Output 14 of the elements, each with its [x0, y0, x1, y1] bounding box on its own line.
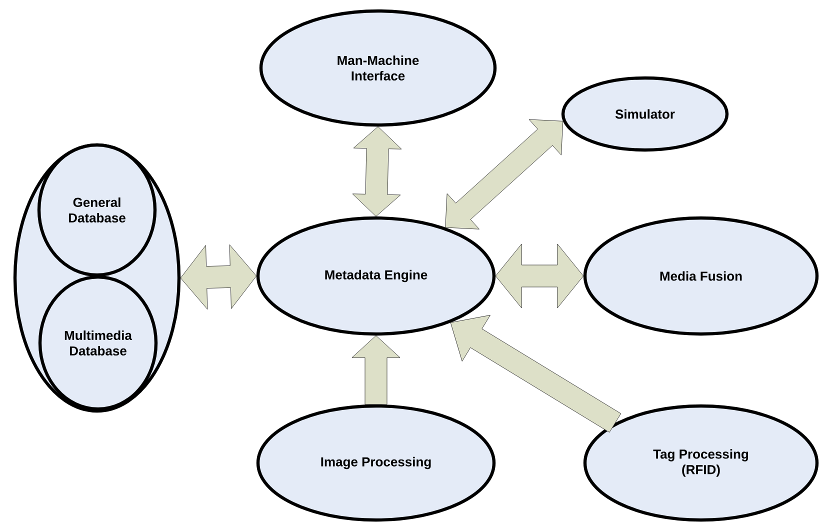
ellipse-node: Media Fusion — [583, 216, 819, 336]
block-arrow — [352, 335, 400, 405]
ellipse-node: Multimedia Database — [38, 275, 158, 411]
ellipse-node: General Database — [37, 143, 157, 277]
ellipse-node: Tag Processing (RFID) — [583, 404, 819, 522]
block-arrow — [495, 244, 584, 308]
ellipse-node: Man-Machine Interface — [259, 9, 497, 127]
ellipse-node: Simulator — [561, 76, 729, 152]
block-arrow — [445, 119, 564, 230]
ellipse-node: Image Processing — [256, 404, 496, 522]
block-arrow — [450, 314, 622, 433]
block-arrow — [352, 126, 402, 217]
block-arrow — [180, 244, 257, 310]
ellipse-node: Metadata Engine — [256, 216, 496, 336]
